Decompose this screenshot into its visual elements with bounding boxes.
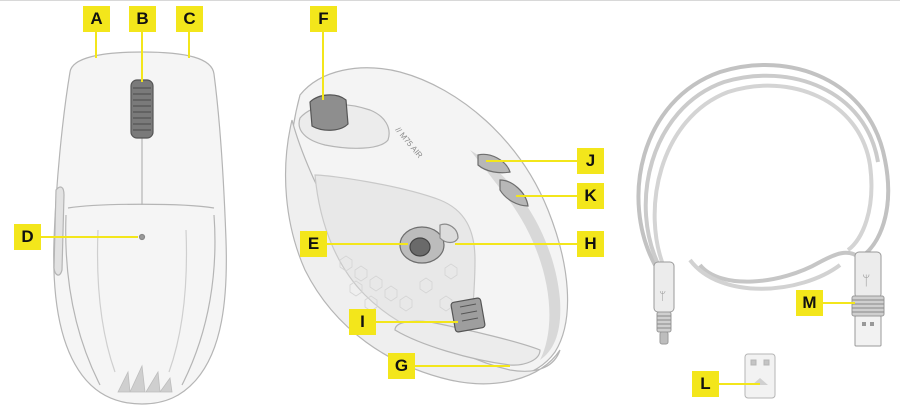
callout-e: E xyxy=(300,231,327,257)
callout-a: A xyxy=(83,6,110,32)
side-button-strip xyxy=(54,187,64,275)
usb-dongle xyxy=(745,354,775,398)
usb-cable xyxy=(638,65,888,289)
callout-m: M xyxy=(796,290,823,316)
usb-c-connector: ᛘ xyxy=(654,262,674,344)
callout-b: B xyxy=(129,6,156,32)
usb-a-connector: ᛘ xyxy=(852,252,884,346)
mouse-bottom-view: // M75 AIR xyxy=(286,68,568,384)
callout-c: C xyxy=(176,6,203,32)
usb-a-symbol-icon: ᛘ xyxy=(862,272,870,288)
status-led xyxy=(140,235,145,240)
power-switch xyxy=(310,95,348,130)
callout-h: H xyxy=(577,231,604,257)
callout-k: K xyxy=(577,183,604,209)
cable-loop-middle xyxy=(646,76,878,268)
cable-loop-inner xyxy=(655,86,872,270)
usb-c-symbol-icon: ᛘ xyxy=(659,289,666,303)
dongle-storage xyxy=(451,298,486,333)
mouse-top-view xyxy=(54,52,227,404)
callout-i: I xyxy=(349,309,376,335)
callout-j: J xyxy=(577,148,604,174)
callout-f: F xyxy=(310,6,337,32)
callout-l: L xyxy=(692,371,719,397)
sensor-lens xyxy=(410,238,430,256)
callout-g: G xyxy=(388,353,415,379)
cable-loop-outer xyxy=(638,65,888,265)
callout-d: D xyxy=(14,224,41,250)
scroll-wheel xyxy=(131,80,153,138)
